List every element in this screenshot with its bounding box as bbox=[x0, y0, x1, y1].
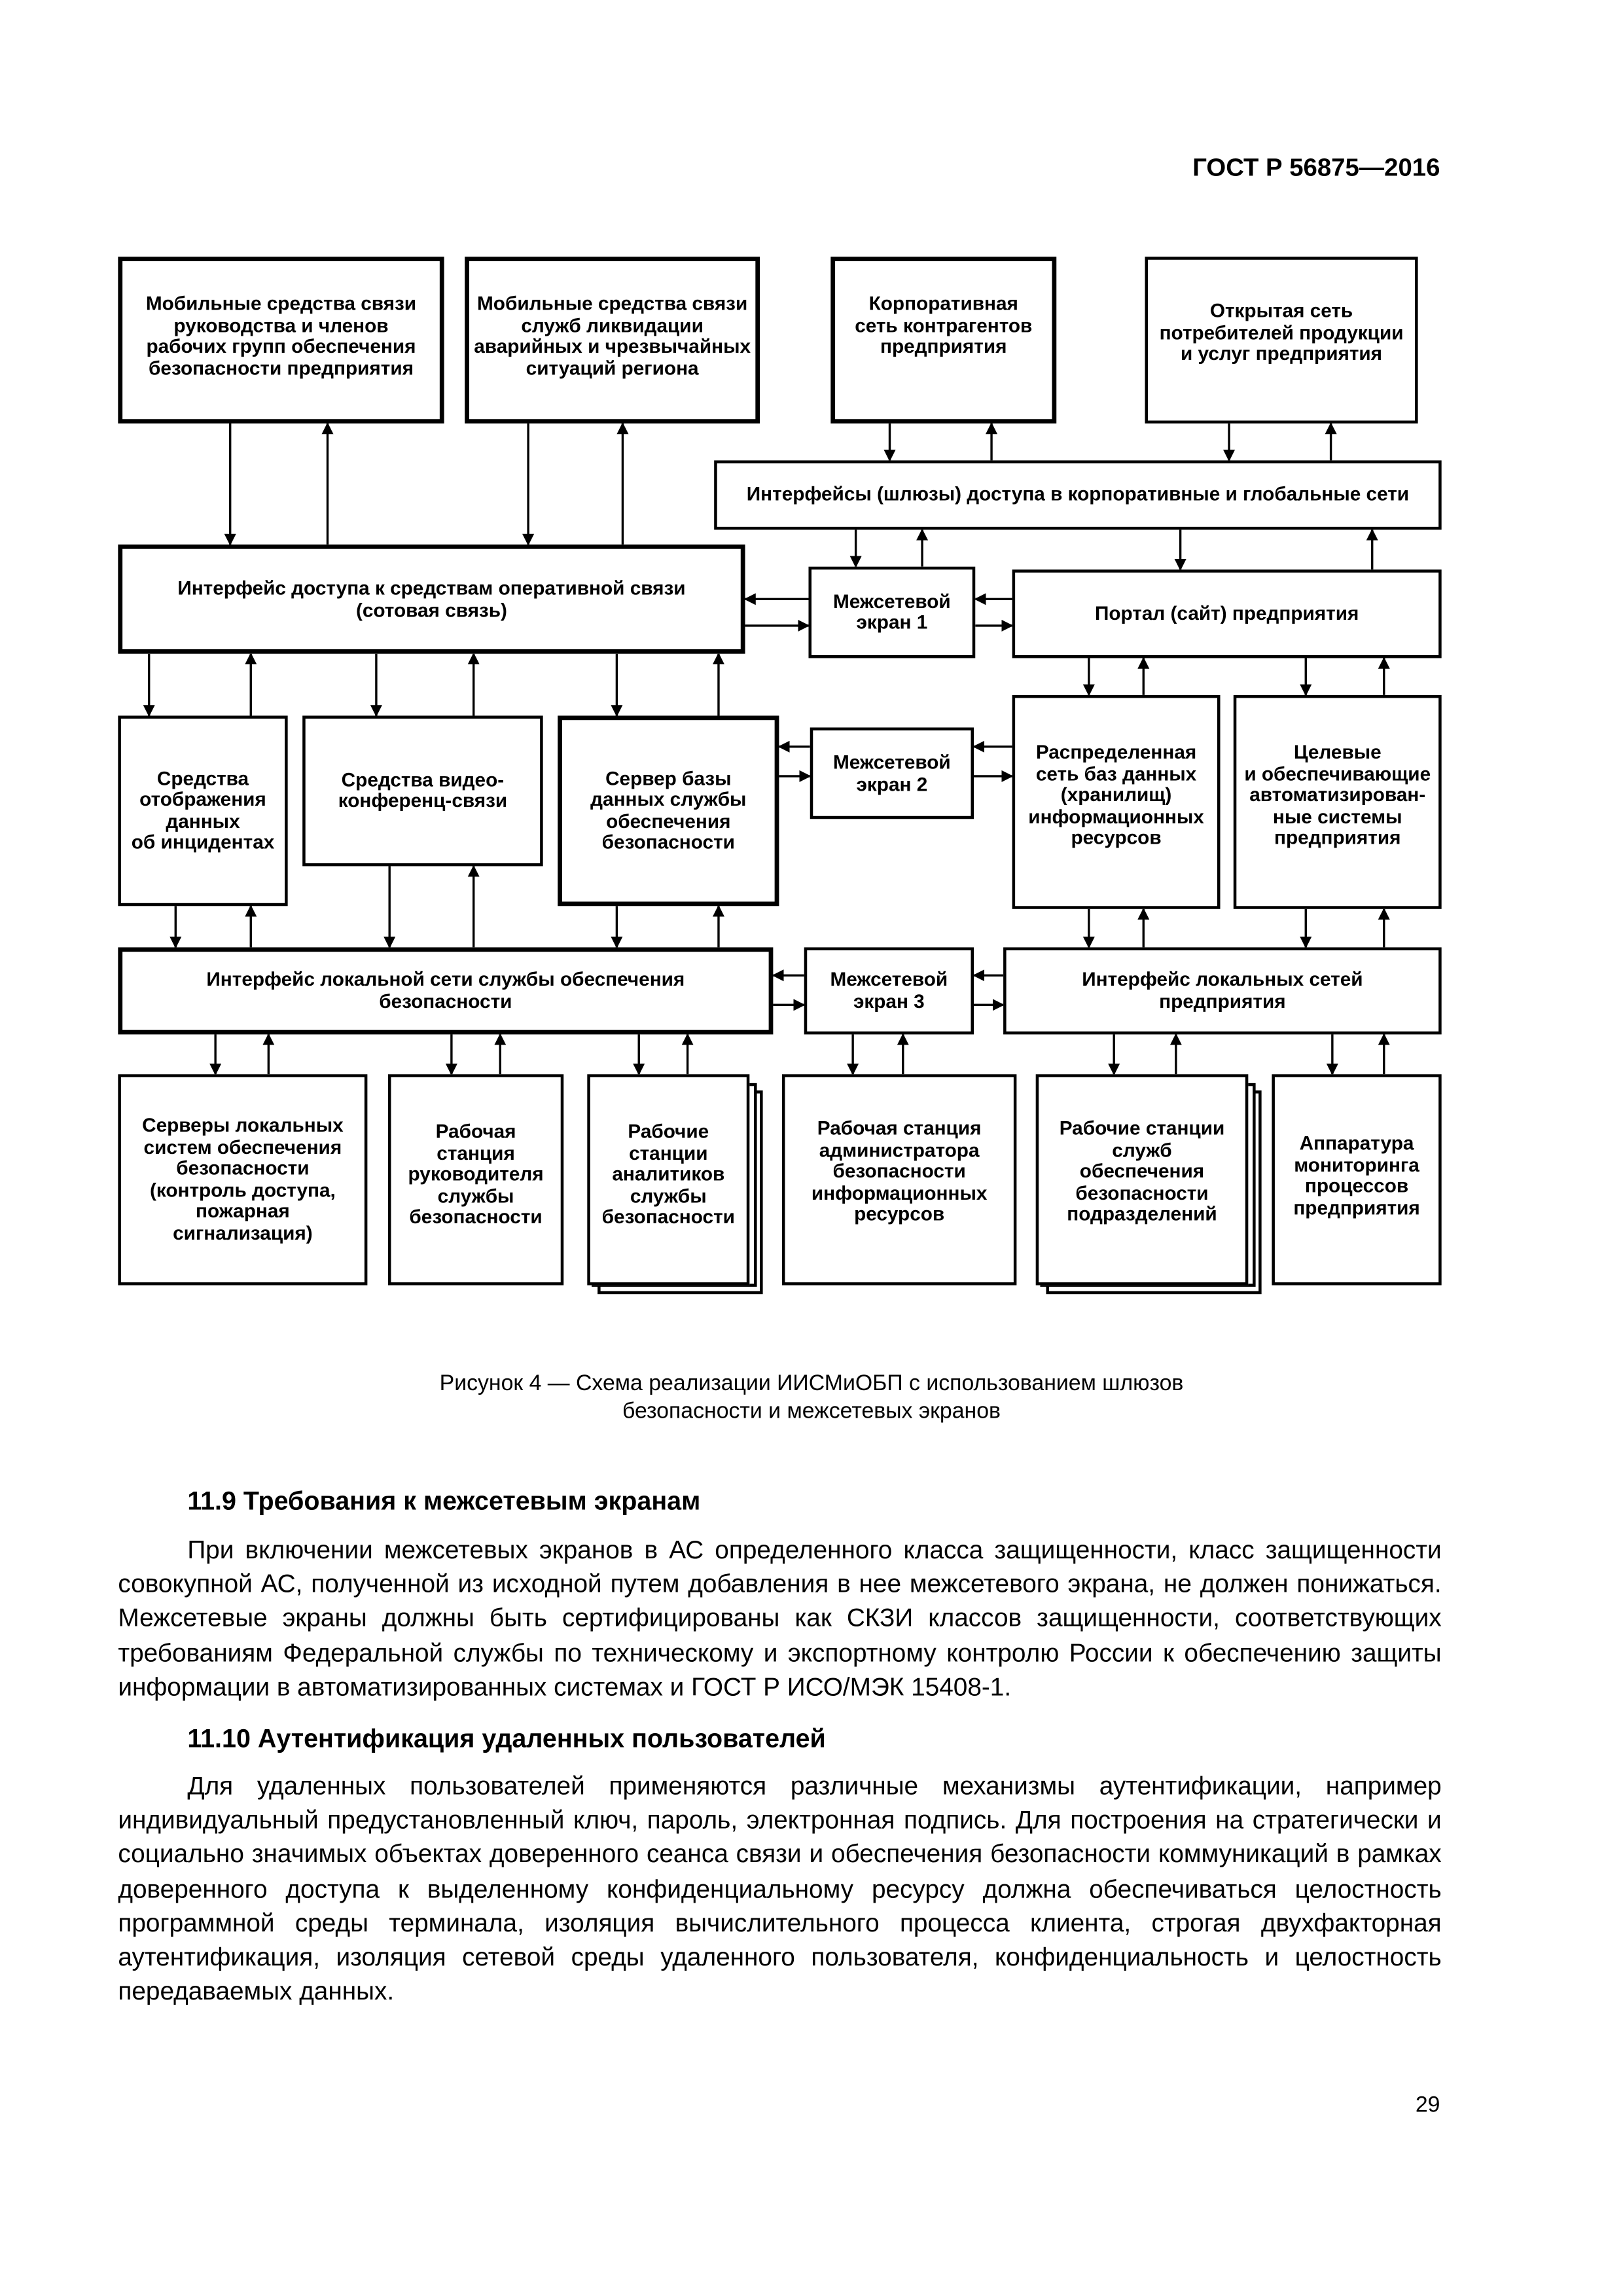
box-admin-workstation: Рабочая станция администратора безопасно… bbox=[781, 1074, 1017, 1285]
box-cellular-interface: Интерфейс доступа к средствам оперативно… bbox=[118, 544, 745, 654]
box-enterprise-lan: Интерфейс локальных сетей предприятия bbox=[1003, 947, 1442, 1035]
figure-caption: Рисунок 4 — Схема реализации ИИСМиОБП с … bbox=[439, 1371, 1184, 1424]
box-division-workstations: Рабочие станции служб обеспечения безопа… bbox=[1035, 1074, 1249, 1285]
box-monitoring: Аппаратура мониторинга процессов предпри… bbox=[1272, 1074, 1442, 1285]
box-distributed-db: Распределенная сеть баз данных (хранилищ… bbox=[1012, 694, 1221, 909]
box-db-server: Сервер базы данных службы обеспечения бе… bbox=[558, 715, 779, 906]
box-firewall-3: Межсетевой экран 3 bbox=[804, 947, 974, 1035]
page-number: 29 bbox=[1415, 2092, 1440, 2118]
box-incident-display: Средства отображения данных об инцидента… bbox=[118, 715, 288, 906]
box-local-servers: Серверы локальных систем обеспечения без… bbox=[118, 1074, 368, 1285]
box-security-lan: Интерфейс локальной сети службы обеспече… bbox=[118, 947, 774, 1035]
section-11-10-title: 11.10 Аутентификация удаленных пользоват… bbox=[187, 1723, 826, 1753]
section-11-10-body: Для удаленных пользователей применяются … bbox=[118, 1770, 1442, 2006]
box-portal: Портал (сайт) предприятия bbox=[1012, 569, 1442, 658]
box-gateways: Интерфейсы (шлюзы) доступа в корпоративн… bbox=[714, 460, 1442, 530]
box-mobile-emergency: Мобильные средства связи служб ликвидаци… bbox=[465, 257, 760, 424]
box-open-net: Открытая сеть потребителей продукции и у… bbox=[1145, 257, 1418, 424]
section-11-9-body: При включении межсетевых экранов в АС оп… bbox=[118, 1534, 1442, 1702]
box-analyst-workstations: Рабочие станции аналитиков службы безопа… bbox=[587, 1074, 750, 1285]
box-target-systems: Целевые и обеспечивающие автоматизирован… bbox=[1233, 694, 1442, 909]
box-video-conferencing: Средства видео- конференц-связи bbox=[302, 715, 543, 867]
box-mobile-mgmt: Мобильные средства связи руководства и ч… bbox=[118, 257, 444, 424]
box-firewall-2: Межсетевой экран 2 bbox=[810, 727, 974, 819]
box-corp-net: Корпоративная сеть контрагентов предприя… bbox=[830, 257, 1057, 424]
standard-header: ГОСТ Р 56875—2016 bbox=[1192, 153, 1440, 182]
box-head-workstation: Рабочая станция руководителя службы безо… bbox=[387, 1074, 564, 1285]
section-11-9-title: 11.9 Требования к межсетевым экранам bbox=[187, 1486, 701, 1516]
box-firewall-1: Межсетевой экран 1 bbox=[808, 566, 976, 658]
